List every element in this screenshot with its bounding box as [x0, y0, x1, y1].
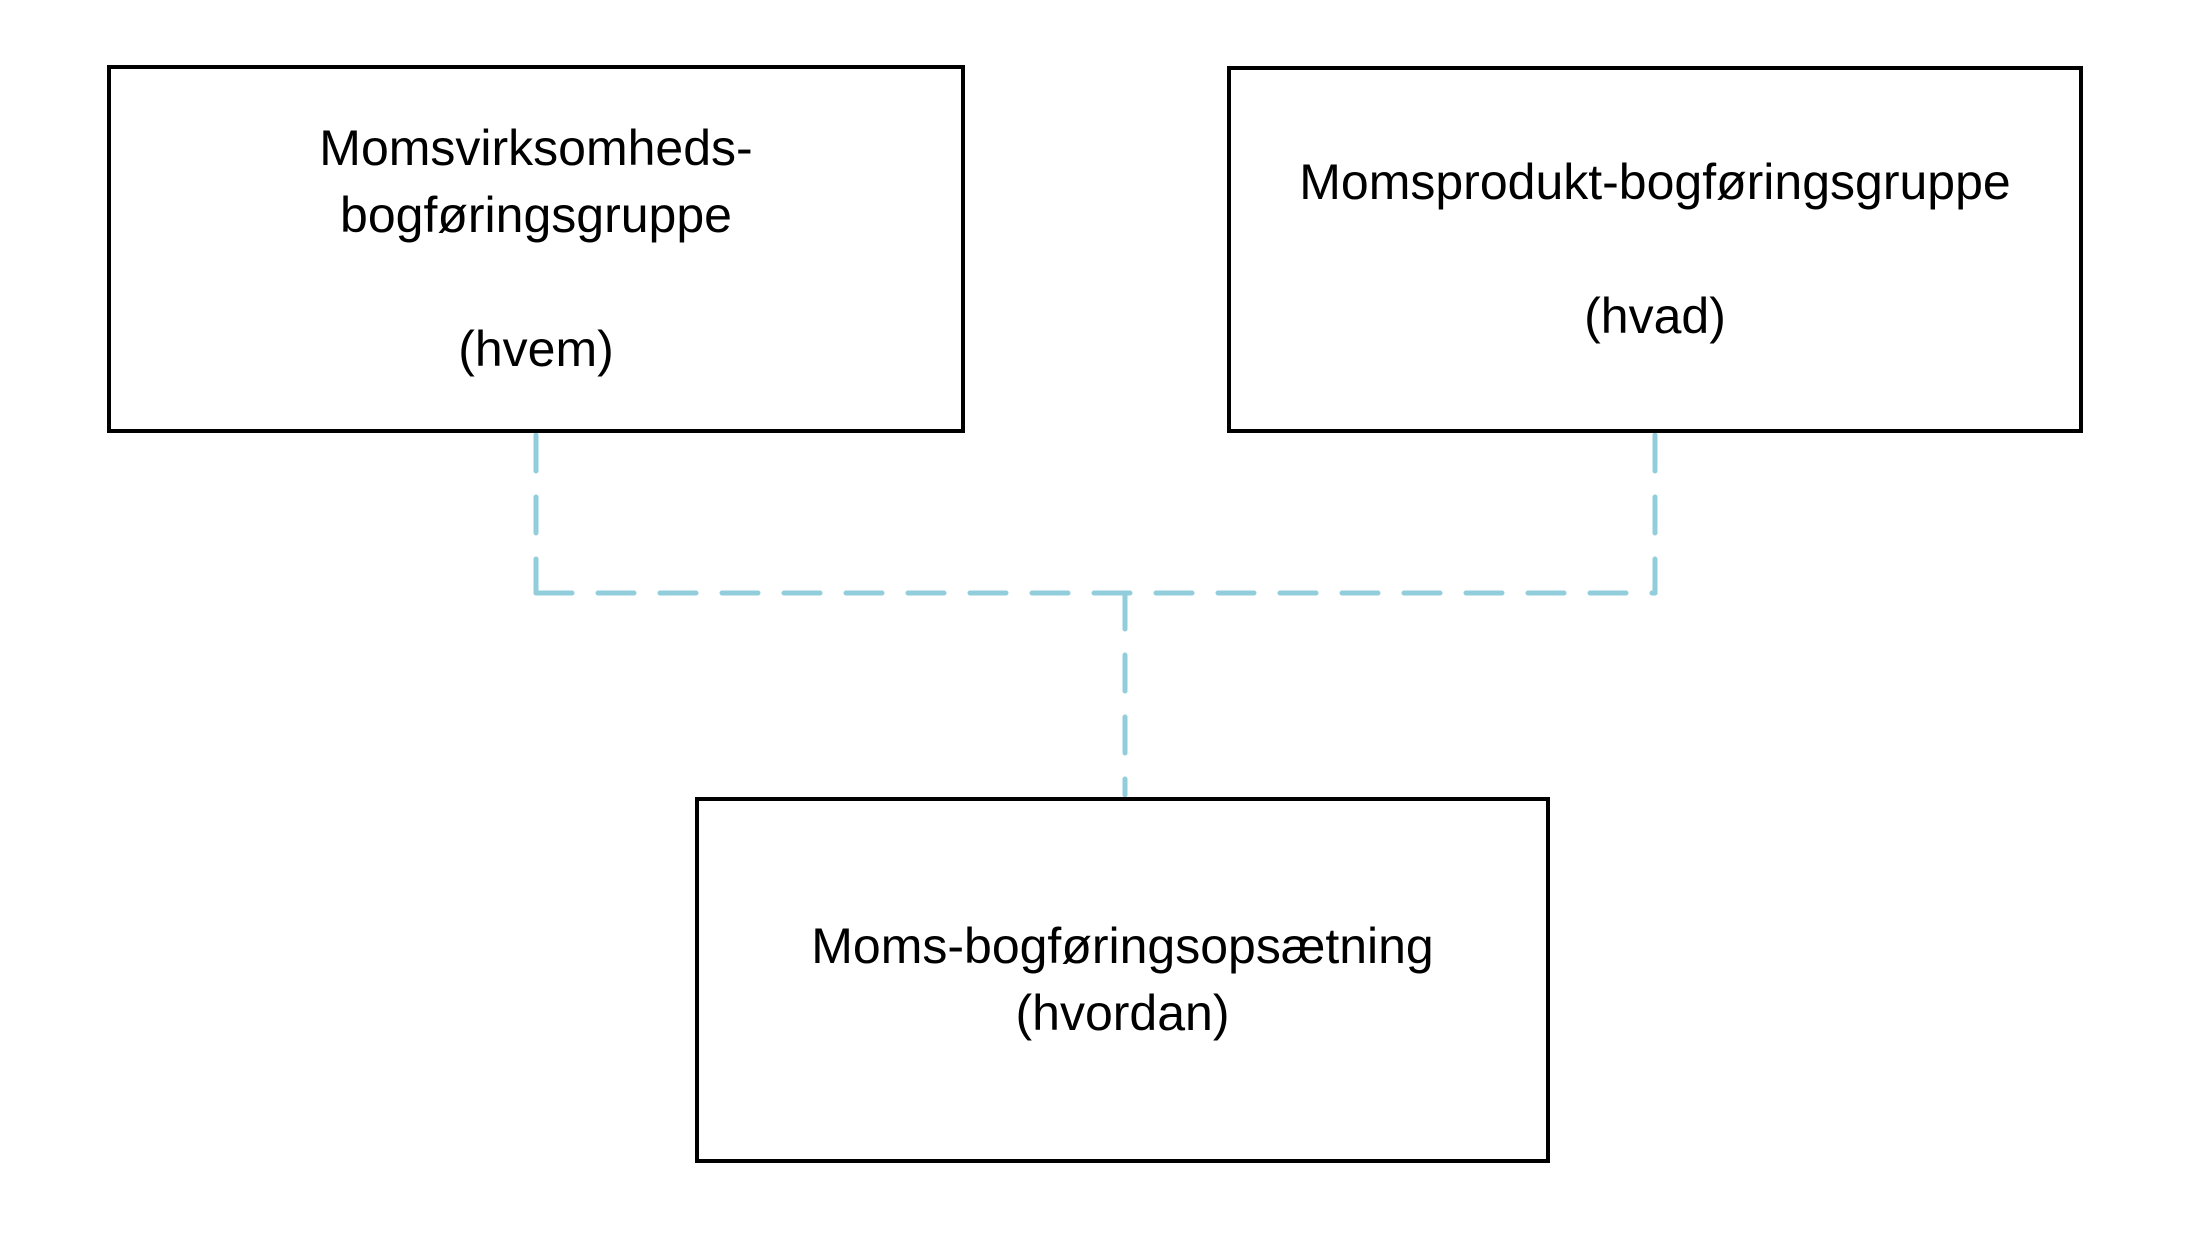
- box-title-line: bogføringsgruppe: [340, 187, 732, 243]
- box-title: Momsvirksomheds- bogføringsgruppe: [319, 115, 752, 249]
- vat-business-posting-group-box: Momsvirksomheds- bogføringsgruppe (hvem): [107, 65, 965, 433]
- box-subtitle: (hvordan): [1015, 985, 1230, 1041]
- box-subtitle: (hvad): [1584, 288, 1726, 344]
- vat-product-posting-group-box: Momsprodukt-bogføringsgruppe (hvad): [1227, 66, 2083, 433]
- box-title: Momsprodukt-bogføringsgruppe: [1299, 154, 2011, 210]
- box-subtitle: (hvem): [458, 321, 614, 377]
- box-title-line: Momsvirksomheds-: [319, 120, 753, 176]
- box-title: Moms-bogføringsopsætning: [811, 918, 1434, 974]
- vat-posting-setup-box: Moms-bogføringsopsætning (hvordan): [695, 797, 1550, 1163]
